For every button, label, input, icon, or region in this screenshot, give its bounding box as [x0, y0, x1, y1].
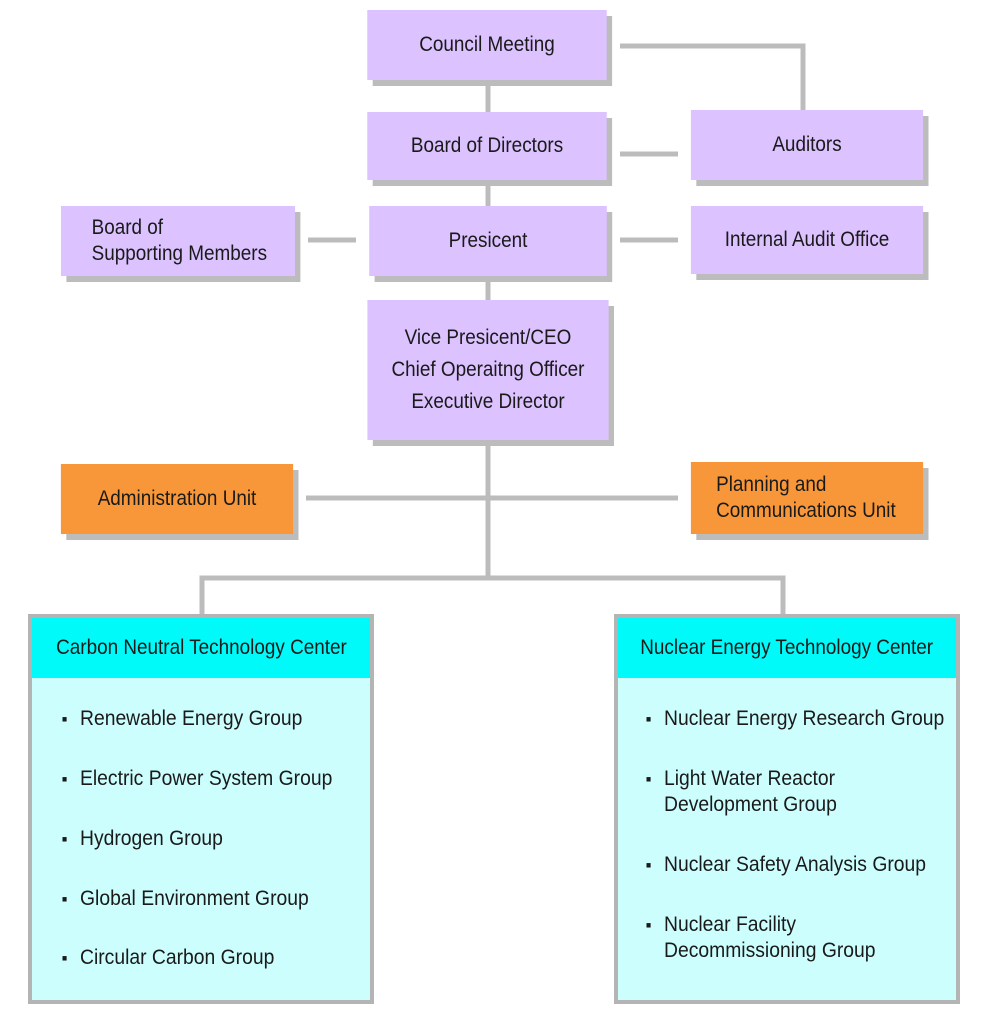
carbon-neutral-center-title: Carbon Neutral Technology Center: [55, 636, 347, 659]
president-box: Presicent: [369, 206, 607, 276]
bullet-icon: ▪: [645, 709, 652, 729]
board-of-directors-box: Board of Directors: [367, 112, 607, 180]
group-label: Renewable Energy Group: [80, 707, 303, 730]
board-of-directors-label: Board of Directors: [410, 133, 564, 157]
group-label: Global Environment Group: [80, 887, 309, 910]
list-item: ▪ Electric Power System Group: [62, 766, 333, 792]
internal-audit-office-box: Internal Audit Office: [690, 206, 924, 274]
list-item: ▪ Renewable Energy Group: [62, 706, 303, 732]
list-item: ▪ Nuclear Safety Analysis Group: [646, 852, 927, 878]
group-label: Nuclear Safety Analysis Group: [664, 853, 927, 876]
connector-council-auditors: [620, 43, 806, 110]
bullet-icon: ▪: [61, 709, 68, 729]
carbon-neutral-center-panel: Carbon Neutral Technology Center ▪ Renewa…: [28, 614, 374, 1004]
group-label: Decommissioning Group: [664, 939, 876, 962]
supporting-members-label-1: Board of: [91, 215, 164, 239]
executive-box: Vice Presicent/CEO Chief Operaitng Offic…: [367, 300, 609, 440]
bullet-icon: ▪: [645, 855, 652, 875]
supporting-members-label-2: Supporting Members: [91, 242, 268, 265]
administration-unit-box: Administration Unit: [60, 464, 294, 534]
list-item: ▪ Hydrogen Group: [62, 826, 223, 852]
auditors-label: Auditors: [772, 132, 842, 156]
planning-unit-label-2: Communications Unit: [716, 499, 896, 522]
group-label: Nuclear Energy Research Group: [664, 707, 945, 730]
planning-unit-label-1: Planning and: [716, 472, 827, 496]
group-label: Development Group: [664, 793, 837, 816]
internal-audit-office-label: Internal Audit Office: [724, 227, 890, 251]
bullet-icon: ▪: [645, 769, 652, 789]
list-item-continuation: Development Group: [664, 792, 837, 818]
group-label: Circular Carbon Group: [80, 946, 275, 969]
nuclear-energy-center-title: Nuclear Energy Technology Center: [640, 636, 934, 659]
list-item-continuation: Decommissioning Group: [664, 938, 876, 964]
list-item: ▪ Circular Carbon Group: [62, 945, 275, 971]
connector-centers: [199, 575, 786, 614]
carbon-neutral-center-header: Carbon Neutral Technology Center: [32, 618, 370, 678]
administration-unit-label: Administration Unit: [97, 486, 257, 510]
list-item: ▪ Nuclear Energy Research Group: [646, 706, 945, 732]
nuclear-energy-center-header: Nuclear Energy Technology Center: [618, 618, 956, 678]
bullet-icon: ▪: [61, 829, 68, 849]
exec-coo-label: Chief Operaitng Officer: [391, 357, 585, 381]
bullet-icon: ▪: [645, 915, 652, 935]
list-item: ▪ Nuclear Facility: [646, 912, 797, 938]
list-item: ▪ Global Environment Group: [62, 886, 309, 912]
exec-vice-president-label: Vice Presicent/CEO: [404, 325, 572, 349]
auditors-box: Auditors: [690, 110, 924, 180]
bullet-icon: ▪: [61, 769, 68, 789]
group-label: Nuclear Facility: [664, 913, 797, 936]
list-item: ▪ Light Water Reactor: [646, 766, 836, 792]
council-meeting-label: Council Meeting: [419, 32, 555, 56]
president-label: Presicent: [448, 228, 528, 252]
supporting-members-box: Board of Supporting Members: [61, 206, 295, 276]
group-label: Hydrogen Group: [80, 827, 223, 850]
bullet-icon: ▪: [61, 889, 68, 909]
planning-communications-unit-box: Planning and Communications Unit: [690, 462, 924, 534]
bullet-icon: ▪: [61, 948, 68, 968]
group-label: Light Water Reactor: [664, 767, 836, 790]
group-label: Electric Power System Group: [80, 767, 333, 790]
nuclear-energy-center-panel: Nuclear Energy Technology Center ▪ Nuclea…: [614, 614, 960, 1004]
council-meeting-box: Council Meeting: [367, 10, 607, 80]
exec-director-label: Executive Director: [411, 390, 565, 414]
